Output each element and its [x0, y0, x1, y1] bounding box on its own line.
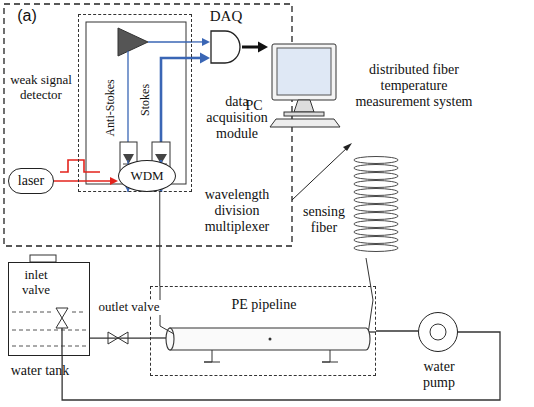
annotation-label: sensing fiber [298, 204, 350, 236]
annotation-label: (a) [10, 7, 44, 25]
coil-turn [354, 173, 398, 180]
monitor-frame [272, 44, 336, 100]
connector [54, 177, 118, 185]
coil-turn [354, 237, 398, 244]
coil-turn [354, 157, 398, 164]
node-heading: water tank [9, 363, 71, 379]
signal-wire [161, 58, 192, 142]
pipe-support [204, 350, 220, 362]
pipe-cylinder [170, 328, 370, 350]
coil-turn [354, 221, 398, 228]
connector-line [242, 46, 261, 49]
water-tank: water tank [8, 262, 90, 356]
monitor-stand [294, 100, 314, 112]
coil-turn [354, 245, 398, 252]
coil-turn [354, 165, 398, 172]
connector-line [62, 332, 500, 400]
connector [62, 332, 500, 400]
coil-turn [354, 229, 398, 236]
amplifier-symbol [118, 28, 148, 56]
leader-line [292, 146, 349, 200]
pipe-support [322, 350, 338, 362]
laser-source: laser [8, 168, 54, 194]
annotation-label: outlet valve [92, 300, 166, 315]
sensor-dot [269, 338, 272, 341]
water-pump: water pump [418, 312, 458, 352]
annotation-label: distributed fiber temperature measuremen… [352, 62, 476, 110]
coil-turn [354, 189, 398, 196]
keyboard [270, 119, 340, 127]
wdm-ellipse: WDMwavelength division multiplexer [118, 160, 176, 192]
connector [90, 338, 150, 339]
pulse-symbol [60, 160, 100, 172]
monitor-base [284, 112, 324, 116]
connector-line [376, 330, 418, 331]
monitor-screen [277, 48, 331, 95]
fiber-coil [354, 157, 398, 252]
node-heading: DAQ [204, 8, 248, 25]
inlet-valve-symbol [56, 308, 68, 318]
signal-name: Anti-Stokes [104, 70, 118, 146]
leader-arrowhead [343, 143, 352, 151]
inlet-valve-symbol [56, 318, 68, 328]
signal-wire [148, 41, 192, 42]
node-heading: PE pipeline [211, 297, 317, 313]
connector-line [159, 192, 160, 286]
pipe-stub [369, 331, 376, 332]
arrowhead [110, 177, 118, 185]
node-heading: PC [242, 98, 266, 114]
system-boundary [4, 4, 292, 246]
water-level [12, 346, 86, 347]
node-heading: water pump [407, 359, 471, 391]
connector-line [54, 180, 112, 182]
connector [159, 192, 160, 286]
water-level [12, 312, 52, 313]
arrowhead [200, 52, 210, 63]
node-heading: weak signal detector [5, 73, 77, 103]
connector-line [90, 337, 150, 338]
node-label: laser [18, 173, 44, 189]
water-level [12, 330, 86, 331]
fiber-lead [366, 258, 373, 334]
signal-wire [127, 51, 128, 142]
connector [192, 38, 210, 46]
connector [192, 52, 210, 63]
pump-impeller [430, 324, 446, 340]
pipeline-region: PE pipeline [150, 286, 376, 376]
arrowhead [258, 42, 268, 53]
water-level [72, 312, 86, 313]
detector-housing [86, 22, 186, 184]
node-label: WDM [130, 169, 163, 184]
connector [242, 42, 268, 53]
tank-lid [30, 255, 56, 262]
annotation-label: inlet valve [12, 268, 60, 298]
coil-turn [354, 181, 398, 188]
coil-turn [354, 197, 398, 204]
inlet-pipe [61, 328, 62, 356]
pipe-stub [150, 337, 166, 338]
pc-terminal: PC [268, 40, 340, 130]
daq-outline [211, 31, 240, 63]
node-heading: data acquisition module [200, 94, 274, 142]
arrowhead [202, 38, 210, 46]
daq-shape [210, 30, 242, 64]
daq-module: DAQdata acquisition module [210, 30, 242, 64]
coil-turn [354, 213, 398, 220]
signal-name: Stokes [139, 77, 153, 123]
connector [376, 331, 418, 332]
coil-turn [354, 205, 398, 212]
node-heading: wavelength division multiplexer [185, 187, 289, 235]
